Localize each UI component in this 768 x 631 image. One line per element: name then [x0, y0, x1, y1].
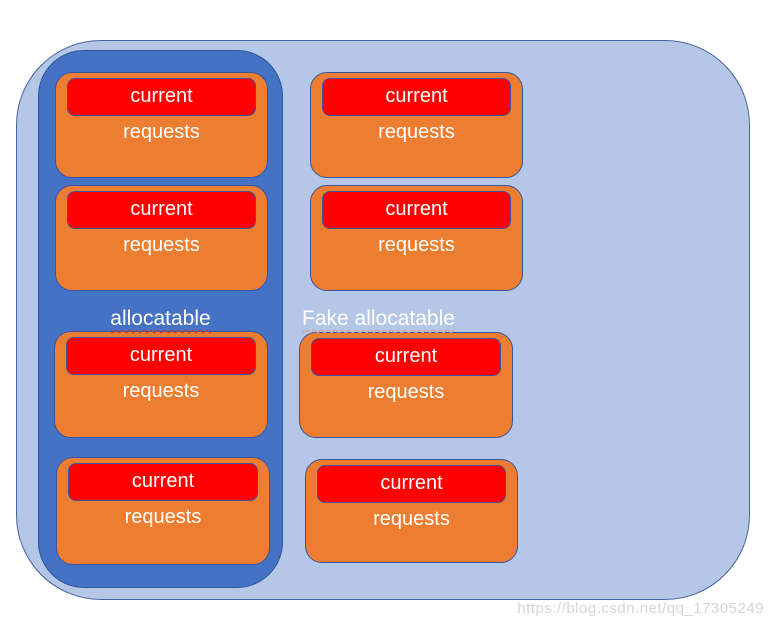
- pod-box: current requests: [310, 185, 523, 291]
- requests-label: requests: [124, 506, 202, 528]
- pod-box: current requests: [55, 72, 268, 178]
- current-label-box: current: [67, 191, 256, 229]
- fake-allocatable-label: Fake allocatable: [302, 307, 455, 330]
- current-label-box: current: [317, 465, 506, 503]
- requests-label: requests: [367, 381, 445, 403]
- current-label-box: current: [67, 78, 256, 116]
- requests-label: requests: [378, 234, 455, 256]
- requests-label: requests: [373, 508, 450, 530]
- current-label-box: current: [322, 78, 511, 116]
- current-label-box: current: [311, 338, 501, 376]
- current-label-box: current: [322, 191, 511, 229]
- pod-box: current requests: [299, 332, 513, 438]
- requests-label: requests: [123, 121, 200, 143]
- pod-box: current requests: [305, 459, 518, 563]
- pod-box: current requests: [55, 185, 268, 291]
- watermark-url: https://blog.csdn.net/qq_17305249: [517, 600, 764, 617]
- allocatable-label: allocatable: [110, 307, 211, 330]
- pod-box: current requests: [54, 331, 268, 438]
- pod-box: current requests: [56, 457, 270, 565]
- requests-label: requests: [123, 234, 200, 256]
- pod-box: current requests: [310, 72, 523, 178]
- current-label-box: current: [66, 337, 256, 375]
- requests-label: requests: [122, 380, 200, 402]
- current-label-box: current: [68, 463, 258, 501]
- requests-label: requests: [378, 121, 455, 143]
